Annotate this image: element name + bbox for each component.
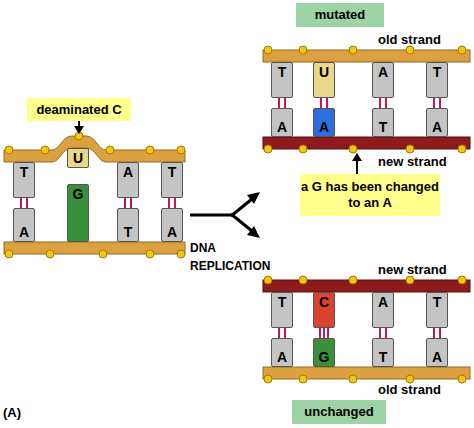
base-block: T [426,62,448,98]
base-block: A [271,338,293,367]
pointer-head [74,126,84,134]
backbone-dots [264,375,466,383]
backbone-dots [264,145,466,153]
bulged-backbone [4,136,185,162]
box-text: mutated [315,7,366,23]
base-block: U [67,148,89,168]
base-block: A [161,208,183,242]
base-block: A [372,62,394,98]
callout-box: a G has been changed to an A [300,174,440,216]
old-backbone [263,50,470,62]
replication-arrow-stem [190,214,232,217]
box-text: a G has been changed to an A [300,179,440,211]
status-tag: unchanged [292,400,386,424]
base-block: T [161,162,183,198]
base-block: T [117,208,139,242]
strand-label: old strand [378,382,470,398]
hydrogen-bonds [279,328,440,338]
box-text: deaminated C [36,102,121,118]
base-block: T [13,162,35,198]
base-block: T [372,108,394,137]
base-block: G [313,338,335,367]
replication-arrow-head [247,226,260,238]
base-block: A [372,292,394,328]
base-block: A [426,108,448,137]
base-block: G [67,184,89,242]
base-block: T [271,62,293,98]
backbone-dots [5,250,185,258]
base-block: T [426,292,448,328]
old-backbone [263,367,470,379]
base-block: C [313,292,335,328]
backbone-dots [5,132,185,154]
replication-arrow-head [247,192,260,204]
box-text: unchanged [304,404,373,420]
backbone-dots [264,276,466,284]
replication-arrow-branch [231,214,252,231]
base-block: A [13,208,35,242]
process-label: DNA REPLICATION [190,239,274,275]
base-block: T [372,338,394,367]
base-block: A [313,108,335,137]
replication-arrow-branch [231,199,252,216]
base-block: A [271,108,293,137]
base-block: A [117,162,139,198]
base-block: A [426,338,448,367]
base-block: U [313,62,335,98]
pointer-line [356,160,358,174]
base-block: T [271,292,293,328]
pointer-head [352,153,362,161]
strand-label: new strand [378,154,470,170]
backbone [4,242,185,254]
strand-label: old strand [378,32,470,48]
new-backbone [263,280,470,292]
hydrogen-bonds [279,98,440,108]
status-tag: mutated [296,3,384,27]
panel-label: (A) [3,405,43,421]
hydrogen-bonds [21,198,175,208]
strand-label: new strand [378,262,470,278]
backbone-dots [264,46,466,54]
new-backbone [263,137,470,149]
callout-box: deaminated C [27,98,131,121]
